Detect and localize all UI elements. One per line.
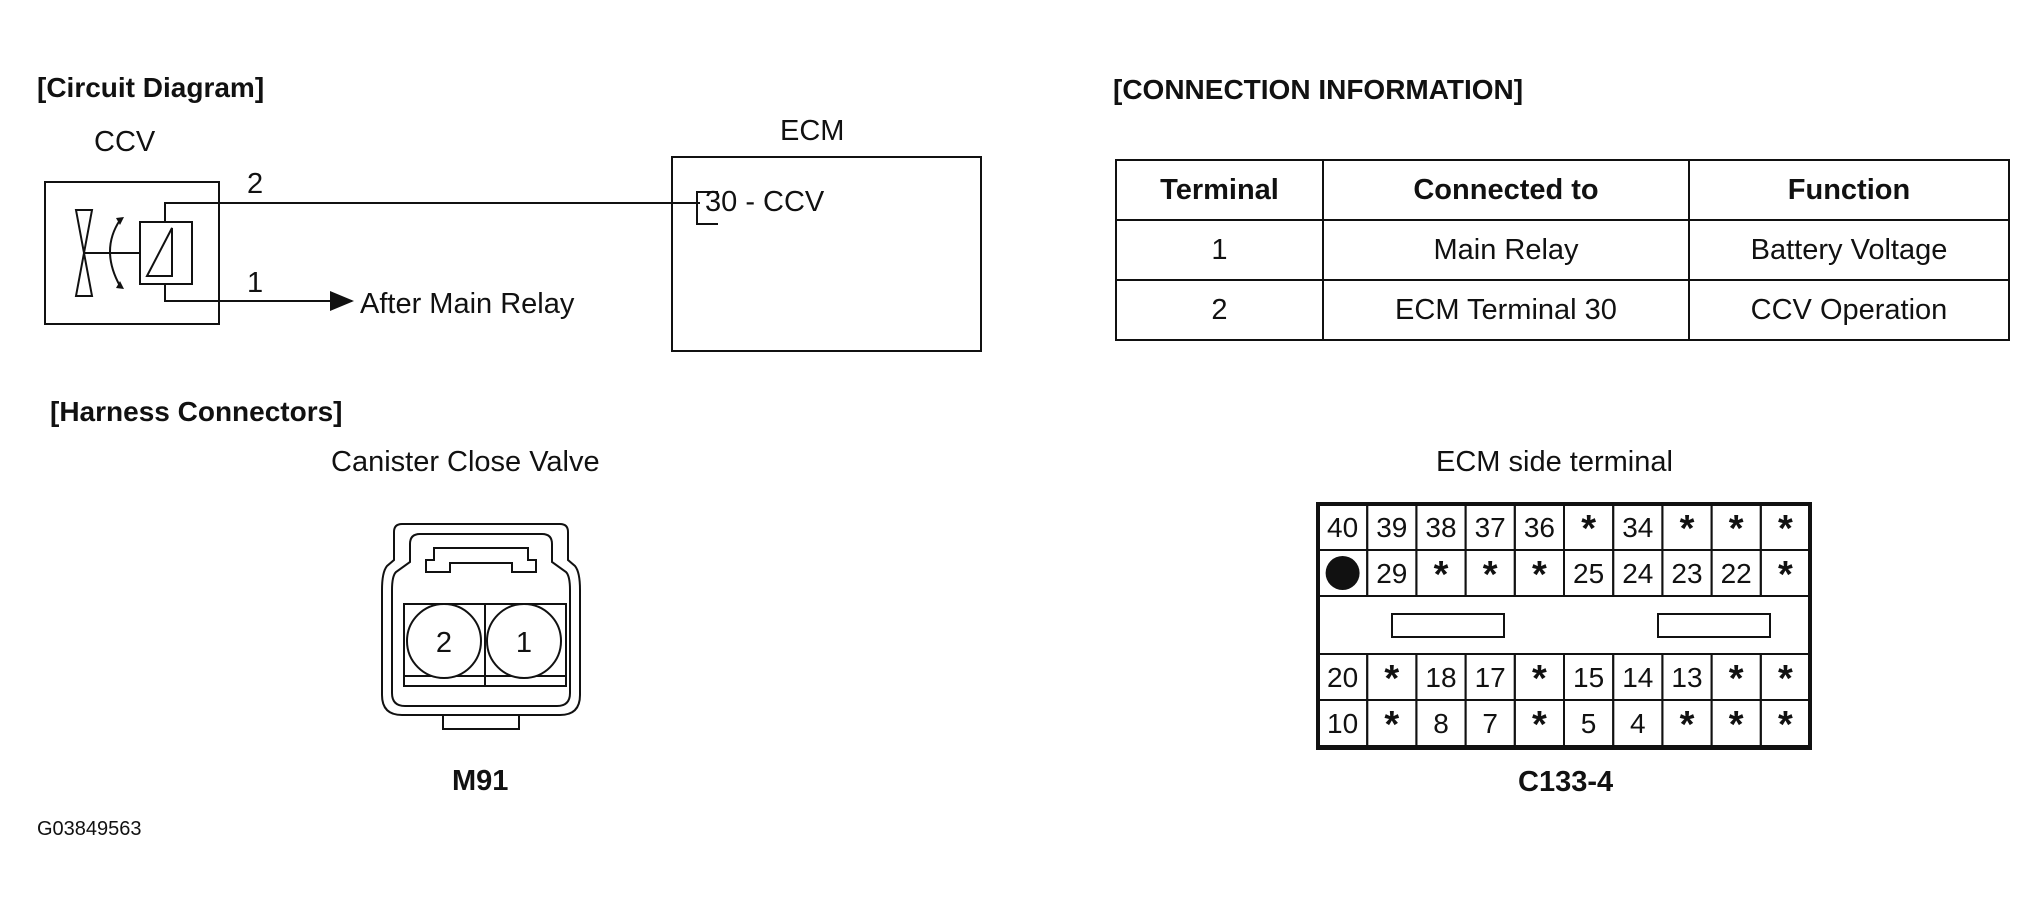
unused-terminal-mark: *: [1680, 508, 1695, 550]
unused-terminal-mark: *: [1483, 554, 1498, 596]
terminal-cell: [1759, 549, 1812, 597]
ecm-connector-key-left: [1391, 613, 1505, 638]
table-row: 1 Main Relay Battery Voltage: [1115, 219, 2010, 281]
after-main-relay-label: After Main Relay: [360, 288, 575, 320]
header-terminal: Terminal: [1115, 159, 1324, 221]
unused-terminal-mark: *: [1778, 554, 1793, 596]
connection-info-heading: [CONNECTION INFORMATION]: [1113, 74, 1524, 105]
unused-terminal-mark: *: [1778, 658, 1793, 700]
ccv-label: CCV: [94, 126, 156, 158]
terminal-number: 23: [1671, 558, 1702, 589]
terminal-number: 17: [1475, 662, 1506, 693]
unused-terminal-mark: *: [1680, 704, 1695, 746]
terminal-number: 40: [1327, 512, 1358, 543]
terminal-number: 20: [1327, 662, 1358, 693]
header-function: Function: [1688, 159, 2010, 221]
terminal-number: 39: [1376, 512, 1407, 543]
unused-terminal-mark: *: [1778, 704, 1793, 746]
terminal-number: 10: [1327, 708, 1358, 739]
terminal-number: 38: [1425, 512, 1456, 543]
circuit-diagram-heading: [Circuit Diagram]: [37, 72, 265, 103]
table-cell: Main Relay: [1322, 219, 1690, 281]
m91-pin-2: 2: [436, 627, 452, 659]
terminal-cell: [1759, 699, 1812, 747]
terminal-number: 5: [1581, 708, 1597, 739]
figure-id: G03849563: [37, 818, 142, 840]
ecm-connector-key-right: [1657, 613, 1771, 638]
c133-4-code: C133-4: [1518, 766, 1614, 798]
ecm-pin-label: 30 - CCV: [705, 186, 825, 218]
terminal-number: 25: [1573, 558, 1604, 589]
terminal-number: 7: [1482, 708, 1498, 739]
terminal-number: 18: [1425, 662, 1456, 693]
terminal-number: 14: [1622, 662, 1653, 693]
ecm-side-terminal-title: ECM side terminal: [1436, 446, 1673, 478]
unused-terminal-mark: *: [1532, 704, 1547, 746]
wire-1-label: 1: [247, 267, 264, 299]
terminal-number: 34: [1622, 512, 1653, 543]
table-cell: Battery Voltage: [1688, 219, 2010, 281]
terminal-number: 24: [1622, 558, 1653, 589]
header-connected-to: Connected to: [1322, 159, 1690, 221]
ccv-box: [44, 181, 220, 325]
unused-terminal-mark: *: [1581, 508, 1596, 550]
unused-terminal-mark: *: [1532, 658, 1547, 700]
table-cell: ECM Terminal 30: [1322, 279, 1690, 341]
canister-close-valve-title: Canister Close Valve: [331, 446, 600, 478]
table-cell: 2: [1115, 279, 1324, 341]
unused-terminal-mark: *: [1729, 658, 1744, 700]
table-header-row: Terminal Connected to Function: [1115, 159, 2010, 221]
terminal-number: 13: [1671, 662, 1702, 693]
connection-info-table: Terminal Connected to Function 1 Main Re…: [1115, 159, 2010, 341]
harness-connectors-heading: [Harness Connectors]: [50, 396, 343, 427]
blocked-terminal-dot: [1325, 556, 1360, 590]
unused-terminal-mark: *: [1384, 658, 1399, 700]
m91-pin-1: 1: [516, 627, 532, 659]
unused-terminal-mark: *: [1434, 554, 1449, 596]
terminal-number: 37: [1475, 512, 1506, 543]
terminal-number: 8: [1433, 708, 1449, 739]
unused-terminal-mark: *: [1532, 554, 1547, 596]
terminal-number: 36: [1524, 512, 1555, 543]
m91-connector-shape: [381, 523, 581, 730]
terminal-number: 4: [1630, 708, 1646, 739]
ecm-pin-bracket: [696, 191, 718, 225]
table-cell: CCV Operation: [1688, 279, 2010, 341]
wire-2-label: 2: [247, 168, 264, 200]
ecm-box: [671, 156, 982, 352]
terminal-number: 22: [1721, 558, 1752, 589]
unused-terminal-mark: *: [1384, 704, 1399, 746]
wire-1: [164, 284, 354, 311]
unused-terminal-mark: *: [1729, 704, 1744, 746]
terminal-number: 29: [1376, 558, 1407, 589]
unused-terminal-mark: *: [1778, 508, 1793, 550]
wire-2: [164, 202, 700, 222]
ecm-label: ECM: [780, 115, 845, 147]
table-cell: 1: [1115, 219, 1324, 281]
table-row: 2 ECM Terminal 30 CCV Operation: [1115, 279, 2010, 341]
unused-terminal-mark: *: [1729, 508, 1744, 550]
m91-code: M91: [452, 765, 509, 797]
terminal-number: 15: [1573, 662, 1604, 693]
